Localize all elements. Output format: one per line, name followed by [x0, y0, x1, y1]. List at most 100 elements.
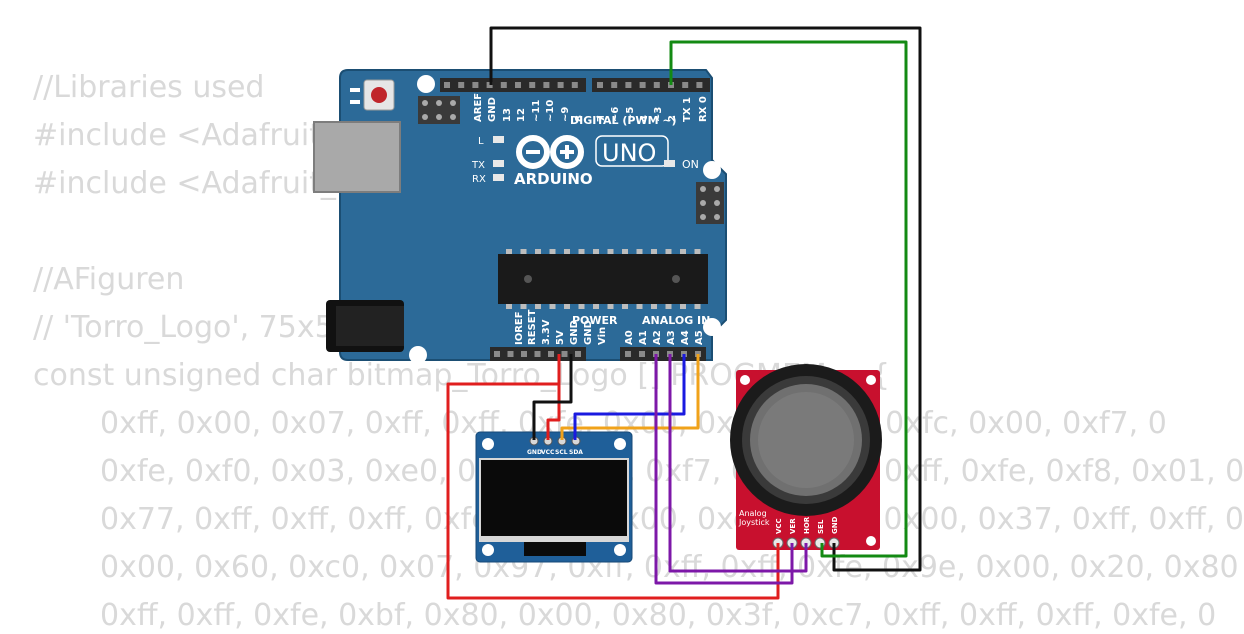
power-pin-label: GND	[569, 320, 580, 345]
oled-ribbon	[524, 542, 586, 556]
header-pin	[494, 351, 500, 357]
header-pin	[529, 82, 536, 88]
oled-pin-label: VCC	[541, 449, 555, 456]
wire-a2-joystick-ver	[654, 354, 794, 585]
code-line: 0xff, 0xff, 0xfe, 0xbf, 0x80, 0x00, 0x80…	[100, 598, 1217, 633]
code-line: //Libraries used	[33, 70, 265, 105]
mounting-hole	[703, 318, 721, 336]
wire-d2-joystick-sel	[669, 40, 908, 558]
mounting-hole	[417, 75, 435, 93]
header-pin	[444, 82, 450, 88]
chip-leg	[622, 249, 628, 254]
oled-pin-label: GND	[527, 449, 542, 456]
chip-leg	[549, 304, 556, 309]
joystick-subtitle: Joystick	[738, 518, 770, 527]
header-pin	[561, 351, 568, 357]
digital-pin-label: ~9	[560, 107, 571, 122]
model-frame	[595, 135, 669, 167]
chip-leg	[520, 304, 527, 309]
rx-led	[493, 174, 504, 181]
code-line: #include <Adafruit_	[33, 118, 336, 153]
mounting-hole	[703, 161, 721, 179]
oled-pin-label: SCL	[555, 449, 568, 456]
header-pin	[458, 82, 465, 88]
chip-leg	[535, 249, 541, 254]
on-led	[664, 160, 675, 167]
header-pin	[625, 82, 632, 88]
tx-led-label: TX	[471, 160, 485, 171]
chip-leg	[506, 304, 512, 309]
digital-pin-label: 13	[502, 108, 513, 122]
header-pin	[639, 82, 646, 88]
tx-led	[493, 160, 504, 167]
digital-pin-label: 12	[516, 108, 527, 122]
chip-leg	[694, 249, 701, 254]
rx-led-label: RX	[472, 174, 486, 185]
header-pin	[557, 82, 564, 88]
chip-leg	[520, 249, 527, 254]
power-pin-label: IOREF	[514, 311, 525, 345]
analog-header	[620, 347, 706, 361]
header-pin	[682, 82, 689, 88]
wire-5v-oled-vcc	[546, 354, 561, 440]
brand-text: ARDUINO	[514, 170, 593, 188]
chip-leg	[506, 249, 512, 254]
header-pin	[500, 82, 507, 88]
code-line: //AFiguren	[33, 262, 185, 297]
power-pin-label: GND	[583, 320, 594, 345]
chip-leg	[651, 249, 657, 254]
analog-pin-label: A2	[652, 330, 663, 345]
header-pin	[575, 351, 581, 357]
mounting-hole	[740, 375, 750, 385]
wire-a5-oled-scl	[560, 354, 700, 440]
header-pin	[696, 82, 703, 88]
wire-a3-joystick-hor	[668, 354, 808, 573]
icsp-header-right	[696, 182, 724, 224]
digital-pin-label: ~5	[625, 107, 636, 122]
joystick-pin-label: VER	[789, 518, 797, 534]
chip-notch	[524, 275, 532, 283]
chip-leg	[535, 304, 541, 309]
chip-leg	[578, 304, 585, 309]
header-pin	[625, 351, 631, 357]
reset-button-cap[interactable]	[371, 87, 387, 103]
power-pin-label: 5V	[555, 330, 566, 345]
on-led-label: ON	[682, 158, 699, 171]
joystick-pin-label: GND	[831, 516, 839, 534]
digital-pin-label: 8	[574, 115, 585, 122]
chip-leg	[578, 249, 585, 254]
joystick-title: Analog	[739, 509, 767, 518]
analog-pin-label: A4	[680, 330, 691, 345]
wire-5v-joystick-vcc	[446, 354, 780, 600]
mounting-hole	[614, 544, 626, 556]
oled-pin-label: SDA	[569, 449, 583, 456]
header-pin	[597, 82, 603, 88]
chip-leg	[665, 304, 672, 309]
digital-pin-label: 4	[639, 115, 650, 122]
analog-pin-label: A1	[638, 330, 649, 345]
header-pin	[472, 82, 479, 88]
joystick-cap-inner	[758, 392, 854, 488]
analog-pin-label: A5	[694, 330, 705, 345]
digital-header-right	[592, 78, 710, 92]
digital-pin-label: ~6	[610, 107, 621, 122]
analog-section-label: ANALOG IN	[642, 314, 710, 327]
chip-leg	[680, 249, 686, 254]
icsp-header	[418, 96, 460, 124]
joystick-pin-label: HOR	[803, 516, 811, 534]
chip-leg	[549, 249, 556, 254]
code-background: //Libraries used #include <Adafruit_ #in…	[33, 70, 1244, 633]
reset-pad	[350, 100, 360, 104]
usb-connector	[313, 121, 401, 193]
header-pin	[507, 351, 514, 357]
chip-leg	[593, 249, 599, 254]
power-jack-inner	[336, 306, 404, 346]
mounting-hole	[614, 438, 626, 450]
digital-pin-label: 2	[667, 115, 678, 122]
